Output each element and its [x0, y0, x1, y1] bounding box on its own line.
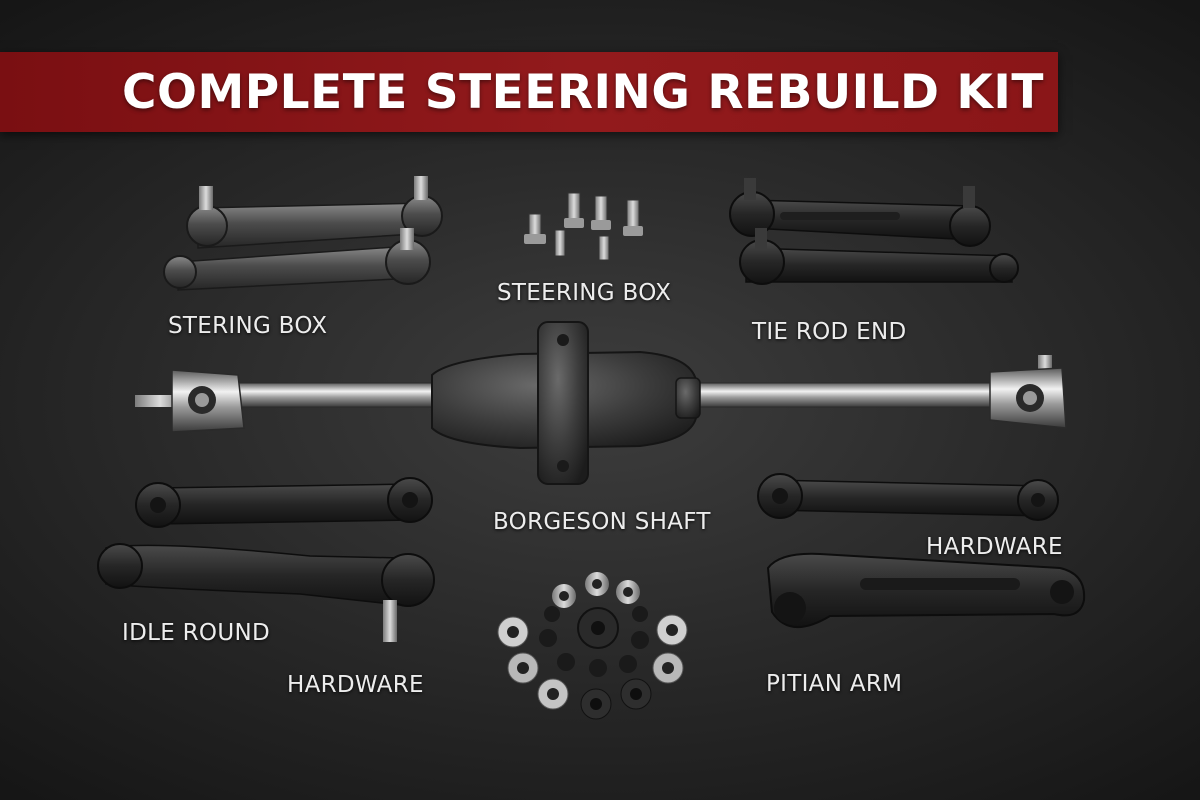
- bolt-set-top: [524, 192, 643, 261]
- tie-rod-top-right-upper: [729, 178, 991, 247]
- tie-rod-top-left-lower: [163, 228, 431, 291]
- label-hardware-left: HARDWARE: [287, 672, 424, 698]
- label-borgeson-shaft: BORGESON SHAFT: [493, 509, 711, 535]
- link-arm-lower-right: [757, 473, 1059, 521]
- center-shaft-assembly: [135, 321, 1067, 485]
- tie-rod-top-right-lower: [739, 228, 1019, 285]
- label-hardware-right: HARDWARE: [926, 534, 1063, 560]
- label-idle-round: IDLE ROUND: [122, 620, 270, 646]
- pitman-arm-lower-right: [766, 552, 1086, 629]
- page-title: COMPLETE STEERING REBUILD KIT: [122, 65, 1044, 120]
- idler-arm-lower-left: [97, 543, 435, 642]
- title-banner: [0, 52, 1058, 132]
- label-stering-box: STERING BOX: [168, 313, 328, 339]
- label-steering-box: STEERING BOX: [497, 280, 672, 306]
- label-tie-rod-end: TIE ROD END: [752, 319, 907, 345]
- link-arm-lower-left-upper: [135, 477, 433, 528]
- label-pitian-arm: PITIAN ARM: [766, 671, 903, 697]
- hardware-washer-set: [497, 572, 688, 720]
- tie-rod-top-left-upper: [186, 176, 443, 249]
